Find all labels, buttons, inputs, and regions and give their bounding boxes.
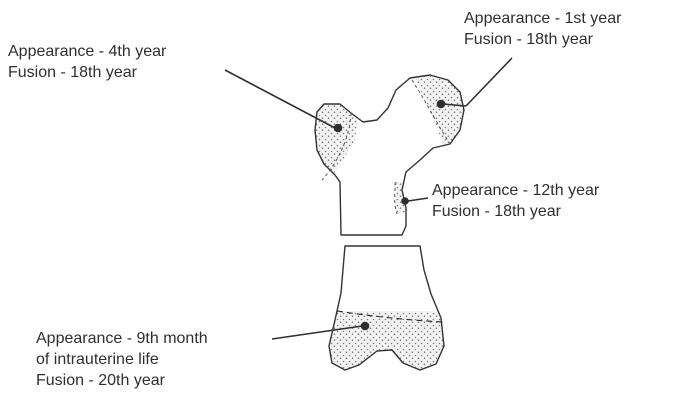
lower-end-appearance: Appearance - 9th month xyxy=(36,328,208,349)
pointer-lesser-trochanter xyxy=(402,198,408,204)
lesser-trochanter-label: Appearance - 12th year Fusion - 18th yea… xyxy=(432,180,599,222)
greater-trochanter-fusion: Fusion - 18th year xyxy=(8,62,166,83)
leader-greater-trochanter xyxy=(225,70,335,128)
pointer-lower-end xyxy=(362,323,369,330)
femoral-head-label: Appearance - 1st year Fusion - 18th year xyxy=(464,8,621,50)
lower-end-label: Appearance - 9th month of intrauterine l… xyxy=(36,328,208,391)
pointer-head xyxy=(438,101,445,108)
pointer-greater-trochanter xyxy=(335,125,342,132)
leader-lesser-trochanter xyxy=(408,198,428,201)
lower-end-fusion: Fusion - 20th year xyxy=(36,370,208,391)
femur-lower-end xyxy=(320,246,450,380)
lesser-trochanter-appearance: Appearance - 12th year xyxy=(432,180,599,201)
leader-head xyxy=(466,58,512,106)
greater-trochanter-label: Appearance - 4th year Fusion - 18th year xyxy=(8,41,166,83)
lower-end-appearance-cont: of intrauterine life xyxy=(36,349,208,370)
femoral-head-fusion: Fusion - 18th year xyxy=(464,29,621,50)
femoral-head-appearance: Appearance - 1st year xyxy=(464,8,621,29)
lesser-trochanter-fusion: Fusion - 18th year xyxy=(432,201,599,222)
greater-trochanter-appearance: Appearance - 4th year xyxy=(8,41,166,62)
